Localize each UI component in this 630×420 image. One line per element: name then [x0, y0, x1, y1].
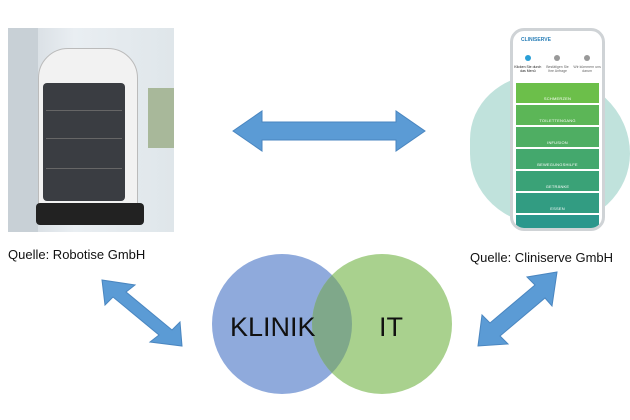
cliniserve-app-screenshot: CLINISERVE Klicken Sie durch das Menü Be… — [510, 28, 605, 231]
it-label: IT — [379, 312, 403, 342]
step-2: Bestätigen Sie Ihre Anfrage — [543, 55, 571, 73]
menu-item[interactable]: GETRÄNKE — [516, 171, 599, 191]
menu-item[interactable]: TOILETTENGANG — [516, 105, 599, 125]
menu-item[interactable]: ESSEN — [516, 193, 599, 213]
right-diagonal-double-arrow — [477, 271, 558, 347]
menu-item[interactable]: INFUSION — [516, 127, 599, 147]
app-logo: CLINISERVE — [521, 37, 551, 43]
step-3: Wir kümmern uns darum — [573, 55, 601, 73]
menu-item[interactable]: SONSTIGES — [516, 215, 599, 228]
robot-photo — [8, 28, 174, 232]
horizontal-double-arrow — [232, 110, 426, 152]
step-1: Klicken Sie durch das Menü — [514, 55, 542, 73]
left-diagonal-double-arrow — [101, 279, 183, 347]
klinik-label: KLINIK — [230, 312, 316, 342]
robotise-caption: Quelle: Robotise GmbH — [8, 247, 146, 262]
cliniserve-caption: Quelle: Cliniserve GmbH — [470, 250, 614, 265]
menu-item[interactable]: BEWEGUNGSHILFE — [516, 149, 599, 169]
menu-item[interactable]: SCHMERZEN — [516, 83, 599, 103]
